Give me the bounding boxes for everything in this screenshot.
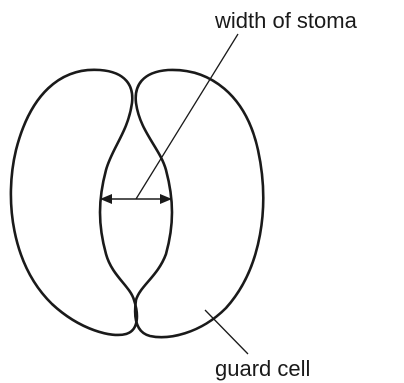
width-of-stoma-leader bbox=[136, 34, 238, 199]
right-guard-cell bbox=[135, 70, 263, 337]
guard-cell-leader bbox=[205, 310, 248, 354]
width-of-stoma-label: width of stoma bbox=[214, 8, 358, 33]
left-guard-cell bbox=[11, 70, 137, 335]
guard-cell-label: guard cell bbox=[215, 356, 310, 381]
